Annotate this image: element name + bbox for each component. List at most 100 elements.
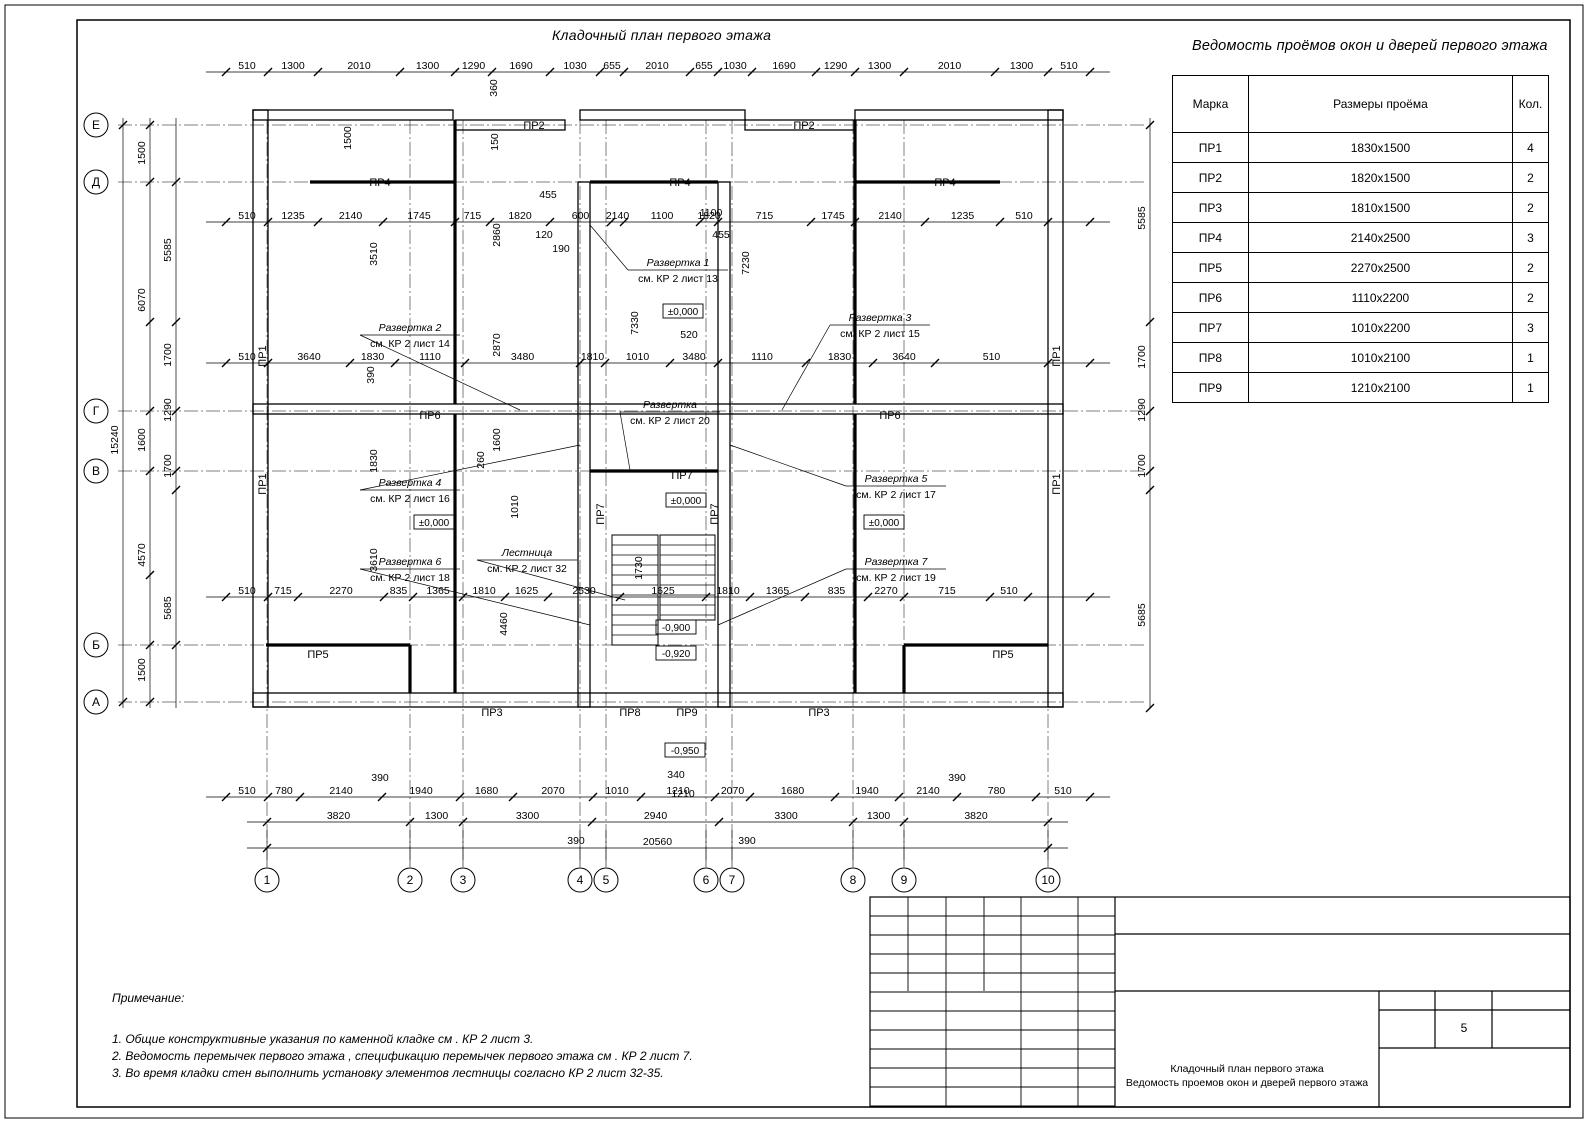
- dimension-tick: [747, 67, 757, 77]
- dimension-tick: [701, 592, 711, 602]
- schedule-cell-size: 1010x2200: [1247, 312, 1514, 343]
- dimension-tick: [850, 217, 860, 227]
- dim-top-2-label: 2140: [878, 210, 902, 222]
- axis-bubble: [83, 112, 109, 138]
- dim-bot-1-label: 510: [238, 785, 256, 797]
- dimension-tick: [221, 792, 231, 802]
- dimension-tick: [145, 120, 155, 130]
- opening-label: ПР5: [307, 649, 328, 661]
- callout-title: Развертка 4: [379, 477, 442, 489]
- schedule-cell-size: 2140x2500: [1247, 222, 1514, 253]
- dim-mid-1-label: 1810: [581, 351, 605, 363]
- dimension-tick: [221, 67, 231, 77]
- dim-mid-2-label: 2270: [329, 585, 353, 597]
- dimension-tick: [262, 817, 272, 827]
- stair-flight: [611, 534, 659, 646]
- dimension-tick: [293, 592, 303, 602]
- dimension-tick: [1085, 358, 1095, 368]
- axis-label: Е: [92, 118, 100, 132]
- callout-ref: см. КР 2 лист 14: [370, 338, 450, 350]
- dimension-tick: [575, 358, 585, 368]
- dim-top-1-label: 1300: [416, 60, 440, 72]
- dimension-tick: [145, 406, 155, 416]
- level-mark-box: [655, 619, 697, 635]
- dimension-tick: [1145, 120, 1155, 130]
- dim-top-2-label: 1100: [651, 210, 674, 222]
- schedule-header-mark: Марка: [1172, 75, 1249, 133]
- dim-top-1-label: 2010: [938, 60, 962, 72]
- schedule-cell-qty: 4: [1512, 132, 1549, 163]
- dim-top-1-label: 510: [1060, 60, 1078, 72]
- dim-top-1-label: 1690: [509, 60, 533, 72]
- dim-mid-2-label: 1625: [651, 585, 675, 597]
- level-mark: -0,920: [662, 649, 691, 660]
- dim-misc-label: 3510: [368, 242, 380, 266]
- dim-misc-label: 360: [488, 79, 500, 97]
- dim-left-label: 1600: [136, 428, 148, 452]
- callout-ref: см. КР 2 лист 18: [370, 572, 450, 584]
- dimension-tick: [377, 792, 387, 802]
- dimension-tick: [1085, 217, 1095, 227]
- dimension-tick: [508, 792, 518, 802]
- schedule-cell-mark: ПР8: [1172, 342, 1249, 373]
- axis-label: 1: [264, 873, 271, 887]
- dim-top-1-label: 2010: [347, 60, 371, 72]
- sheet-number: 5: [1460, 1021, 1468, 1035]
- dim-misc-label: 7330: [629, 311, 641, 335]
- callout-ref: см. КР 2 лист 16: [370, 493, 450, 505]
- dim-bot-2-label: 1300: [867, 810, 891, 822]
- callout-title: Развертка 3: [849, 312, 912, 324]
- schedule-cell-mark: ПР1: [1172, 132, 1249, 163]
- callout-title: Развертка 1: [647, 257, 710, 269]
- dim-misc-label: 1600: [491, 428, 503, 452]
- dimension-tick: [171, 406, 181, 416]
- axis-bubble: [567, 867, 593, 893]
- dim-mid-2-label: 2530: [572, 585, 596, 597]
- schedule-cell-mark: ПР6: [1172, 282, 1249, 313]
- dimension-tick: [985, 592, 995, 602]
- dimension-tick: [995, 217, 1005, 227]
- axis-label: 4: [577, 873, 584, 887]
- dimension-tick: [894, 792, 904, 802]
- dim-bot-2-label: 2940: [644, 810, 668, 822]
- dimension-tick: [830, 792, 840, 802]
- dim-bot-2-label: 1300: [425, 810, 449, 822]
- callout-leader: [359, 334, 521, 411]
- dimension-tick: [695, 217, 705, 227]
- axis-label: 8: [850, 873, 857, 887]
- dimension-tick: [619, 217, 629, 227]
- level-mark: ±0,000: [869, 518, 900, 529]
- dimension-tick: [390, 358, 400, 368]
- dimension-tick: [899, 817, 909, 827]
- dimension-tick: [221, 358, 231, 368]
- opening-label: ПР3: [808, 707, 829, 719]
- wall: [579, 109, 746, 121]
- callout-leader: [619, 411, 631, 471]
- callout-ref: см. КР 2 лист 20: [630, 415, 710, 427]
- dim-right-label: 1700: [1136, 345, 1148, 369]
- dimension-tick: [450, 67, 460, 77]
- dim-top-2-label: 1745: [407, 210, 431, 222]
- axis-bubble: [693, 867, 719, 893]
- dim-left-label: 1500: [136, 658, 148, 682]
- dimension-tick: [487, 67, 497, 77]
- callout-title: Развертка 7: [865, 556, 929, 568]
- dimension-tick: [1043, 358, 1053, 368]
- level-mark-box: [863, 514, 905, 530]
- dimension-tick: [713, 217, 723, 227]
- dim-top-1-label: 1300: [1010, 60, 1034, 72]
- schedule-cell-qty: 1: [1512, 372, 1549, 403]
- dimension-tick: [899, 592, 909, 602]
- axis-label: 6: [703, 873, 710, 887]
- dimension-tick: [745, 592, 755, 602]
- outer-frame: [4, 4, 1584, 1119]
- opening-label: ПР4: [669, 177, 690, 189]
- dimension-tick: [811, 67, 821, 77]
- dim-bot-1-label: 1680: [475, 785, 499, 797]
- schedule-cell-mark: ПР5: [1172, 252, 1249, 283]
- schedule-header-row: Марка Размеры проёма Кол.: [1172, 75, 1549, 133]
